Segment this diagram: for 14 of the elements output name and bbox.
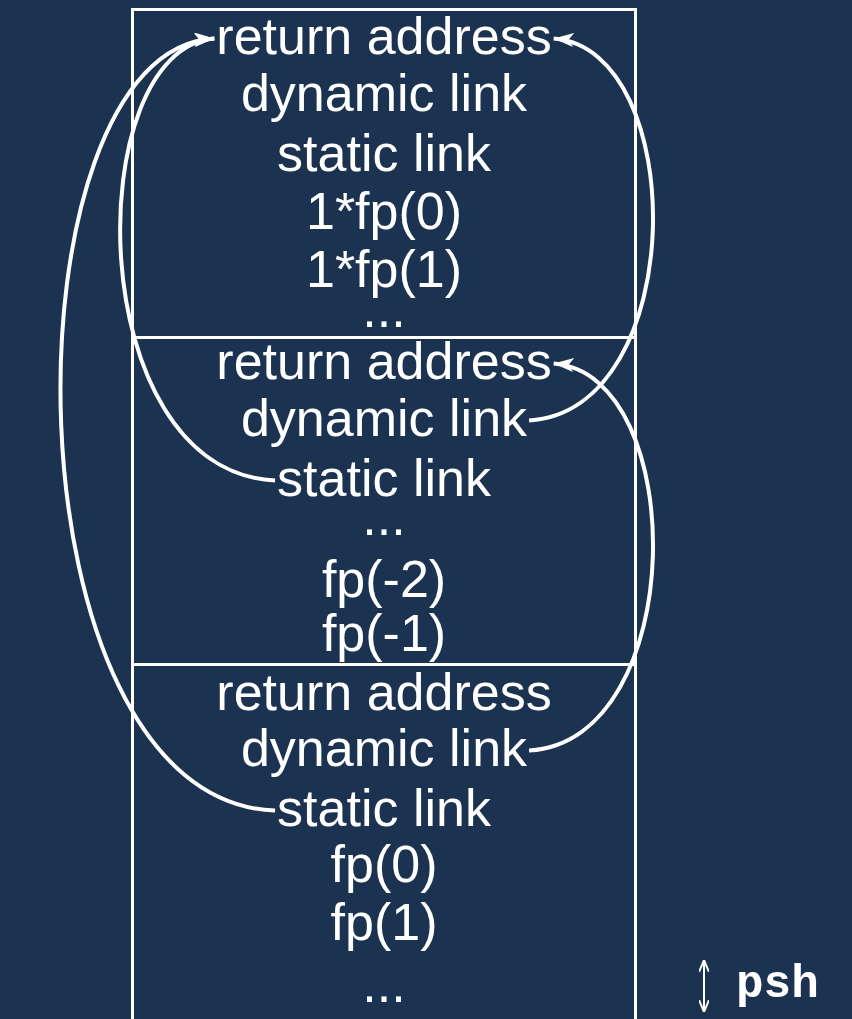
stack-entry: return address	[216, 335, 552, 387]
arrow	[528, 361, 655, 753]
stack-operation-label: psh	[736, 962, 819, 1008]
stack-entry: static link	[277, 782, 491, 834]
stack-frame-box	[131, 336, 637, 666]
stack-entry: static link	[277, 127, 491, 179]
stack-frame-box	[131, 8, 637, 339]
stack-entry: static link	[277, 452, 491, 504]
arrow	[118, 36, 276, 483]
stack-entry: return address	[216, 666, 552, 718]
stack-frame-box	[131, 663, 637, 1019]
stack-entry: return address	[216, 10, 552, 62]
stack-entry: ...	[362, 958, 406, 1010]
arrow	[528, 36, 655, 423]
